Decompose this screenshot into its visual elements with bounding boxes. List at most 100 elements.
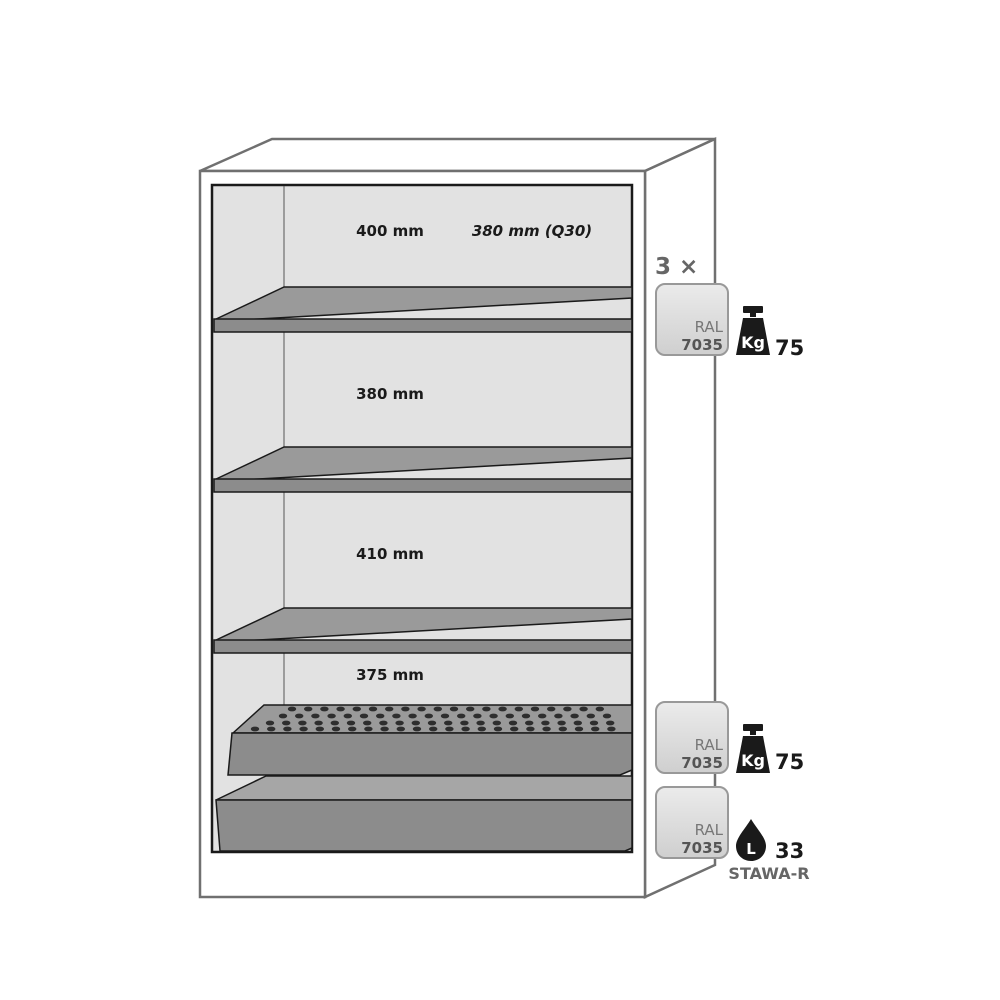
perforation-hole [364, 726, 373, 732]
perforation-hole [606, 720, 615, 726]
perforation-hole [330, 720, 339, 726]
perforation-hole [295, 713, 304, 719]
perforation-hole [574, 726, 584, 732]
ral-code: 7035 [681, 336, 723, 354]
perforation-hole [343, 713, 352, 719]
compartment-height-label: 375 mm [356, 666, 424, 684]
perforation-hole [283, 726, 292, 732]
perforation-hole [510, 726, 519, 732]
perforation-hole [287, 706, 297, 712]
perforation-hole [282, 720, 291, 726]
perforation-hole [359, 713, 369, 719]
perforation-hole [505, 713, 514, 719]
shelf-quantity: 3 × [655, 254, 698, 280]
perforation-holes [250, 706, 616, 732]
perforation-hole [449, 706, 459, 712]
perforation-hole [466, 706, 475, 712]
perforation-hole [376, 713, 385, 719]
droplet-icon: L [736, 819, 766, 861]
perforation-hole [395, 720, 404, 726]
perforation-hole [320, 706, 329, 712]
shelf [213, 286, 633, 333]
perforation-hole [385, 706, 394, 712]
perforation-hole [379, 720, 388, 726]
perforation-hole [547, 706, 556, 712]
perforation-hole [476, 720, 485, 726]
perforation-hole [445, 726, 454, 732]
perforation-hole [460, 720, 469, 726]
perforation-hole [514, 706, 523, 712]
compartment-height-alt-label: 380 mm (Q30) [472, 222, 592, 240]
perforation-hole [440, 713, 450, 719]
perforation-hole [595, 706, 604, 712]
perforation-hole [352, 706, 361, 712]
perforation-hole [392, 713, 401, 719]
perforated-insert [227, 704, 633, 776]
compartment-height-label: 380 mm [356, 385, 424, 403]
perforation-hole [489, 713, 498, 719]
perforation-hole [363, 720, 372, 726]
volume-unit: L [746, 840, 756, 858]
cabinet-top [199, 137, 716, 173]
sump-type-label: STAWA-R [728, 864, 809, 883]
perforation-hole [327, 713, 336, 719]
perforation-hole [554, 713, 563, 719]
perforation-hole [563, 706, 572, 712]
load-value: 75 [775, 750, 804, 774]
perforation-hole [336, 706, 345, 712]
perforation-hole [368, 706, 378, 712]
perforation-hole [525, 720, 534, 726]
perforation-hole [530, 706, 540, 712]
perforation-hole [424, 713, 433, 719]
perforation-hole [526, 726, 535, 732]
sump-tray [215, 775, 633, 852]
perforation-hole [417, 706, 426, 712]
perforation-hole [396, 726, 405, 732]
perforation-hole [538, 713, 547, 719]
perforation-hole [331, 726, 341, 732]
weight-unit: Kg [741, 333, 765, 352]
ral-label: RAL [695, 821, 724, 839]
perforation-hole [250, 726, 260, 732]
perforation-hole [473, 713, 482, 719]
perforation-hole [348, 726, 357, 732]
perforation-hole [298, 720, 307, 726]
compartment-height-label: 400 mm [356, 222, 424, 240]
shelf [213, 607, 633, 654]
weight-icon: Kg [736, 306, 770, 355]
perforation-hole [482, 706, 491, 712]
perforation-hole [591, 726, 600, 732]
perforation-hole [558, 726, 567, 732]
perforation-hole [542, 726, 551, 732]
weight-unit: Kg [741, 751, 765, 770]
perforation-hole [492, 720, 501, 726]
perforation-hole [493, 726, 503, 732]
perforation-hole [411, 720, 420, 726]
perforation-hole [265, 720, 275, 726]
perforation-hole [508, 720, 518, 726]
perforation-hole [278, 713, 288, 719]
color-badge: RAL 7035 [655, 701, 729, 774]
volume-value: 33 [775, 839, 804, 863]
perforation-hole [433, 706, 442, 712]
perforation-hole [304, 706, 313, 712]
load-value: 75 [775, 336, 804, 360]
weight-icon: Kg [736, 724, 770, 773]
perforation-hole [477, 726, 486, 732]
perforation-hole [408, 713, 417, 719]
perforation-hole [461, 726, 470, 732]
perforation-hole [557, 720, 566, 726]
perforation-hole [401, 706, 410, 712]
perforation-hole [589, 720, 599, 726]
perforation-hole [427, 720, 437, 726]
perforation-hole [346, 720, 356, 726]
perforation-hole [311, 713, 320, 719]
perforation-hole [602, 713, 612, 719]
cabinet-side [643, 137, 717, 899]
perforation-hole [579, 706, 588, 712]
perforation-hole [521, 713, 531, 719]
perforation-hole [429, 726, 438, 732]
ral-code: 7035 [681, 754, 723, 772]
perforation-hole [607, 726, 616, 732]
